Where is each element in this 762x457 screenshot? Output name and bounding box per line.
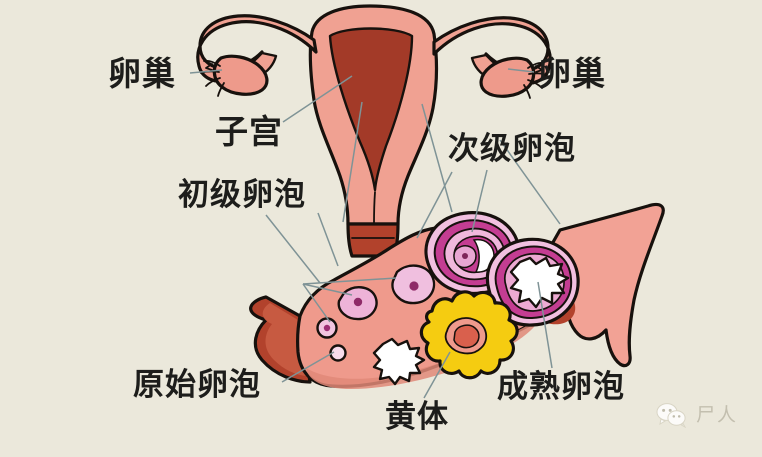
watermark-text: 尸人: [696, 403, 739, 426]
leader-tube-down-left: [342, 101, 363, 223]
leader-mature-follicle: [537, 281, 553, 369]
uterus-assembly: [196, 4, 552, 258]
label-corpus-luteum: 黄体: [385, 399, 449, 435]
myometrium-line: [373, 191, 376, 225]
label-ovary-left: 卵巢: [108, 54, 176, 93]
label-secondary-follicle: 次级卵泡: [448, 131, 576, 167]
primary-follicle-1: [337, 286, 378, 321]
watermark: 尸人: [655, 402, 739, 429]
corpus-albicans: [372, 337, 426, 386]
leader-ovary-right: [507, 68, 535, 73]
wechat-icon: [655, 402, 689, 429]
leader-primary-follicle-d: [302, 277, 397, 285]
ligament-shade: [262, 303, 306, 376]
leader-primordial-follicle: [281, 351, 335, 383]
leader-secondary-follicle: [471, 169, 488, 233]
leader-tube-down-right: [421, 103, 453, 213]
label-primordial-follicle: 原始卵泡: [133, 367, 261, 403]
leader-secondary-aux: [416, 171, 453, 239]
primordial-follicle-2: [316, 317, 338, 339]
corpus-luteum: [419, 290, 519, 380]
leader-corpus-luteum: [423, 351, 451, 399]
leader-uterus: [282, 75, 353, 123]
leader-tube-down-far-right: [499, 139, 561, 225]
leader-primary-follicle-e: [302, 283, 331, 323]
label-uterus: 子宫: [215, 112, 283, 151]
primary-follicle-2: [391, 264, 436, 305]
leader-primary-follicle-a: [265, 214, 321, 284]
leader-primary-follicle-b: [317, 212, 339, 267]
ovary-cross-section: [249, 202, 665, 390]
primordial-follicle-1: [329, 344, 347, 362]
leader-lines: [189, 68, 561, 399]
label-primary-follicle: 初级卵泡: [178, 177, 306, 213]
fimbriae-right: [523, 61, 548, 99]
endometrial-cavity: [328, 27, 414, 192]
label-mature-follicle: 成熟卵泡: [497, 369, 625, 405]
leader-ovary-left: [189, 69, 223, 74]
mature-follicle: [485, 237, 580, 327]
label-ovary-right: 卵巢: [538, 54, 606, 93]
leader-primary-follicle-c: [302, 283, 353, 296]
